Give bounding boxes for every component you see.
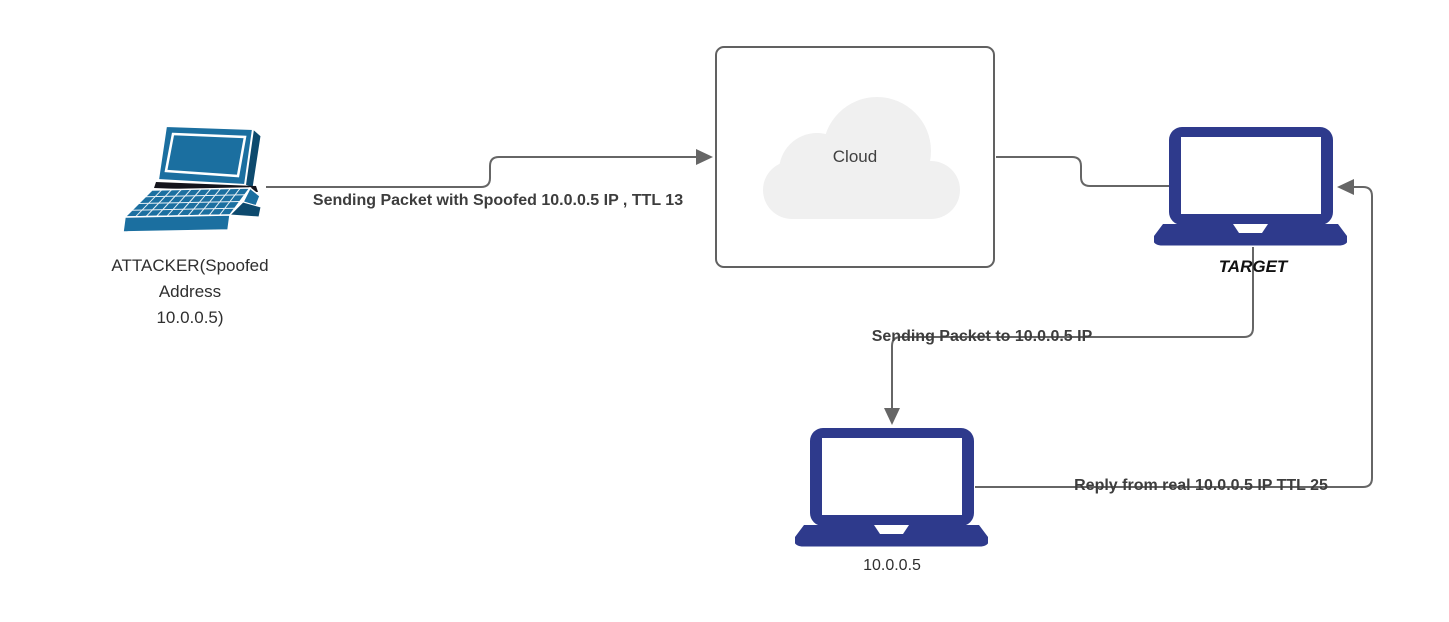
attacker-label: ATTACKER(Spoofed Address 10.0.0.5) xyxy=(111,253,268,331)
edge-attacker-to-cloud xyxy=(266,156,697,188)
edge-target-to-real-host xyxy=(891,247,1254,409)
target-laptop-icon xyxy=(1154,127,1347,248)
attacker-laptop-icon xyxy=(110,124,265,236)
edge-label-spoofed-packet: Sending Packet with Spoofed 10.0.0.5 IP … xyxy=(312,192,684,209)
arrowhead-into-real-host xyxy=(884,408,900,425)
cloud-label: Cloud xyxy=(832,147,878,166)
edge-label-reply: Reply from real 10.0.0.5 IP TTL 25 xyxy=(1074,477,1328,494)
attacker-label-line2: Address xyxy=(158,282,222,301)
arrowhead-into-target xyxy=(1337,179,1354,195)
real-host-laptop-icon xyxy=(795,428,988,549)
attacker-label-line1: ATTACKER(Spoofed xyxy=(111,256,269,275)
edge-real-host-to-target xyxy=(975,186,1373,488)
edge-label-sending-packet: Sending Packet to 10.0.0.5 IP xyxy=(871,328,1093,345)
arrowhead-into-cloud xyxy=(696,149,713,165)
attacker-label-line3: 10.0.0.5) xyxy=(156,308,224,327)
cloud-node: Cloud xyxy=(715,46,995,268)
real-host-label: 10.0.0.5 xyxy=(863,557,921,574)
target-label: TARGET xyxy=(1218,257,1288,276)
cloud-icon xyxy=(763,97,960,219)
edge-cloud-to-target xyxy=(996,156,1172,187)
